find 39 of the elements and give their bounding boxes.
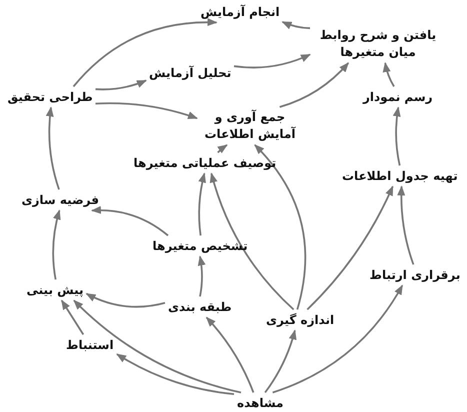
arrow: [73, 300, 242, 394]
step-label: اندازه گیری: [266, 312, 334, 328]
step-label: طراحی تحقیق: [8, 88, 93, 106]
step-label: انجام آزمایش: [200, 4, 280, 20]
arrow: [282, 21, 310, 30]
arrow: [382, 62, 395, 87]
step-label: برقراری ارتباط: [370, 266, 460, 284]
step-label: تحلیل آزمایش: [149, 64, 232, 82]
step-label: استنباط: [66, 336, 114, 354]
step-label: پیش بینی: [26, 282, 84, 298]
arrow: [217, 144, 228, 154]
arrow: [60, 300, 84, 335]
step-label: طبقه بندی: [168, 298, 232, 316]
arrow: [264, 330, 296, 394]
step-label: تهیه جدول اطلاعات: [342, 168, 458, 184]
arrow: [279, 62, 349, 108]
arrow: [116, 353, 234, 395]
arrow: [198, 256, 206, 297]
arrow: [95, 102, 198, 120]
arrow: [86, 292, 166, 308]
arrow: [52, 210, 61, 280]
arrow: [306, 186, 394, 310]
arrow: [95, 80, 147, 90]
step-label: مشاهده: [237, 394, 284, 412]
arrow: [397, 186, 414, 265]
arrow: [46, 106, 60, 190]
arrow: [72, 18, 218, 88]
arrow: [198, 172, 206, 236]
step-label: یافتن و شرح روابط میان متغیرها: [313, 27, 443, 61]
arrow: [254, 144, 306, 310]
step-label: رسم نمودار: [363, 88, 433, 106]
step-label: فرضیه سازی: [22, 192, 99, 208]
step-label: جمع آوری و آمایش اطلاعات: [200, 109, 300, 143]
arrow: [392, 106, 401, 166]
arrow: [272, 284, 404, 394]
arrow: [206, 316, 254, 393]
arrow: [234, 54, 311, 68]
arrow: [91, 206, 169, 236]
arrow: [210, 172, 294, 310]
